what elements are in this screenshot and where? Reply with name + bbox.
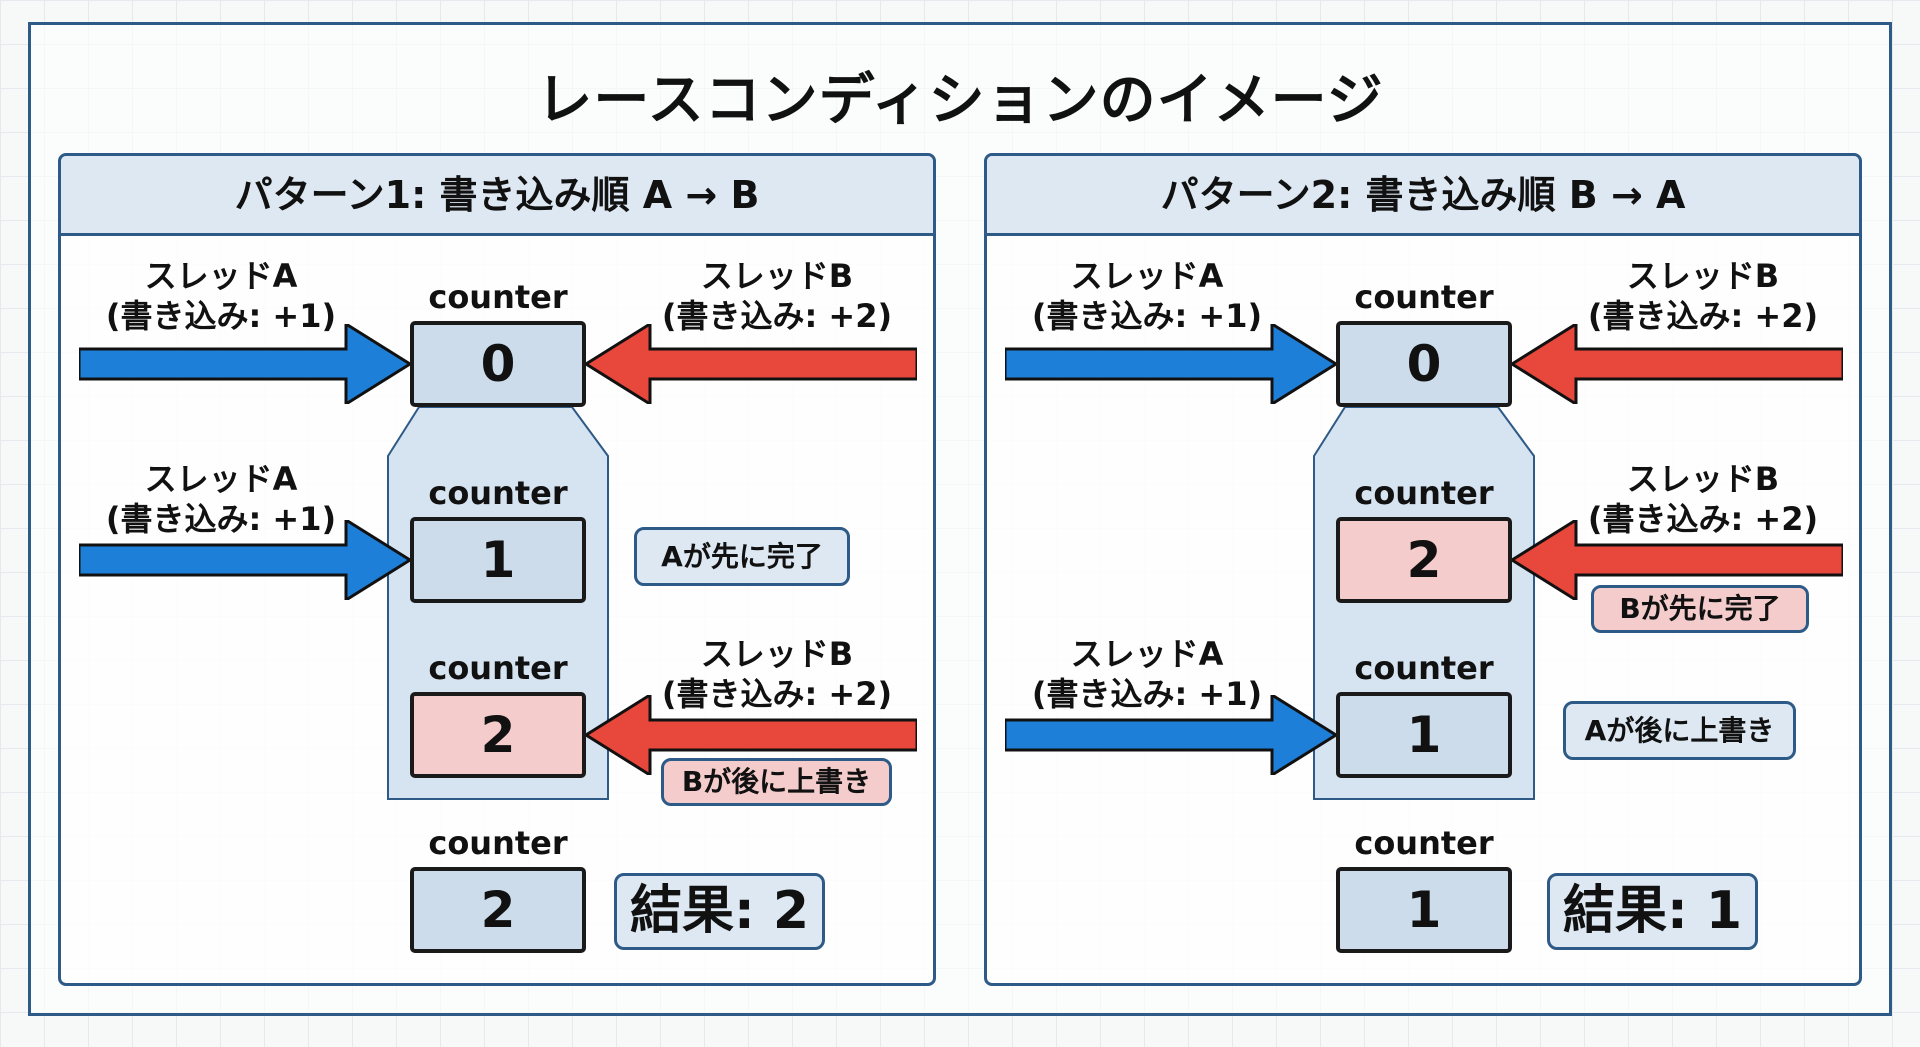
- counter-label: counter: [428, 474, 568, 512]
- thread-b-label: スレッドB(書き込み: +2): [661, 635, 893, 713]
- thread-b-arrow: [1512, 324, 1843, 404]
- counter-step2: 1: [1336, 692, 1512, 778]
- thread-a-arrow: [1005, 324, 1336, 404]
- result-badge: 結果: 1: [1547, 873, 1758, 950]
- thread-b-label: スレッドB(書き込み: +2): [1587, 257, 1819, 335]
- thread-b-label: スレッドB(書き込み: +2): [661, 257, 893, 335]
- panel-header: パターン1: 書き込み順 A → B: [61, 156, 933, 236]
- thread-a-label: スレッドA(書き込み: +1): [1031, 635, 1263, 713]
- note-overwrite: Aが後に上書き: [1563, 701, 1796, 760]
- thread-b-arrow: [586, 324, 917, 404]
- counter-label: counter: [1354, 278, 1494, 316]
- counter-final: 1: [1336, 867, 1512, 953]
- note-overwrite: Bが後に上書き: [661, 758, 892, 806]
- thread-a-arrow: [79, 324, 410, 404]
- thread-a-arrow: [79, 520, 410, 600]
- page-title: レースコンディションのイメージ: [536, 68, 1384, 133]
- pattern-1-panel: パターン1: 書き込み順 A → B スレッドA(書き込み: +1) スレッドB…: [58, 153, 936, 986]
- counter-label: counter: [428, 824, 568, 862]
- result-badge: 結果: 2: [614, 873, 825, 950]
- counter-step1: 1: [410, 517, 586, 603]
- counter-step2: 2: [410, 692, 586, 778]
- counter-label: counter: [428, 278, 568, 316]
- thread-b-label: スレッドB(書き込み: +2): [1587, 460, 1819, 538]
- counter-label: counter: [1354, 649, 1494, 687]
- counter-step1: 2: [1336, 517, 1512, 603]
- note-first-complete: Aが先に完了: [634, 527, 850, 586]
- counter-label: counter: [1354, 474, 1494, 512]
- thread-a-label: スレッドA(書き込み: +1): [1031, 257, 1263, 335]
- counter-final: 2: [410, 867, 586, 953]
- thread-b-arrow: [586, 695, 917, 775]
- thread-a-label: スレッドA(書き込み: +1): [105, 257, 337, 335]
- thread-a-label: スレッドA(書き込み: +1): [105, 460, 337, 538]
- thread-b-arrow: [1512, 520, 1843, 600]
- counter-initial: 0: [1336, 321, 1512, 407]
- pattern-2-panel: パターン2: 書き込み順 B → A スレッドA(書き込み: +1) スレッドB…: [984, 153, 1862, 986]
- thread-a-arrow: [1005, 695, 1336, 775]
- panel-header: パターン2: 書き込み順 B → A: [987, 156, 1859, 236]
- counter-label: counter: [1354, 824, 1494, 862]
- counter-initial: 0: [410, 321, 586, 407]
- note-first-complete: Bが先に完了: [1591, 585, 1809, 633]
- counter-label: counter: [428, 649, 568, 687]
